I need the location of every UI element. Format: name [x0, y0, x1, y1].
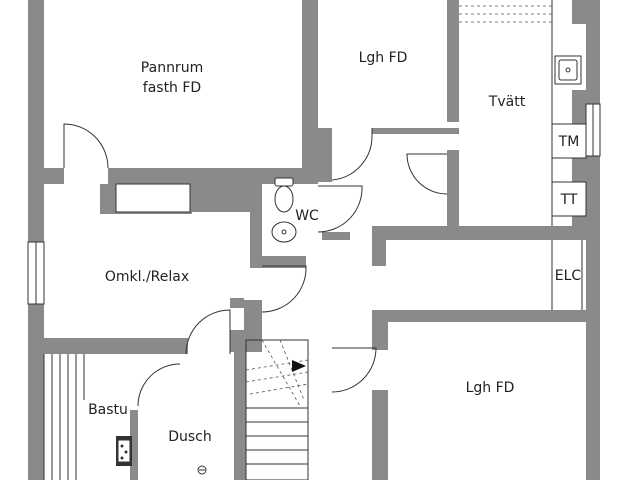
sauna-heater-icon — [116, 436, 132, 466]
tvatt-ceiling-grid — [459, 5, 552, 23]
label-pannrum-line2: fasth FD — [143, 80, 201, 96]
door-lgh-top — [331, 128, 373, 181]
drain-icon — [197, 465, 207, 475]
bastu-bench — [43, 354, 85, 480]
thin-lines — [27, 0, 601, 480]
label-lgh-fd-top: Lgh FD — [359, 50, 408, 66]
door-bastu — [137, 363, 181, 407]
label-wc: WC — [295, 208, 319, 224]
label-pannrum-line1: Pannrum — [141, 60, 203, 76]
stair-arrow-icon — [292, 360, 306, 372]
door-tvatt — [406, 153, 448, 195]
appliance-boxes — [551, 123, 587, 217]
toilet-icon — [271, 177, 297, 243]
door-lgh-bottom — [331, 347, 377, 393]
label-tvatt: Tvätt — [488, 94, 526, 110]
sink-icon — [554, 55, 582, 85]
label-bastu: Bastu — [88, 402, 128, 418]
label-omkl-relax: Omkl./Relax — [105, 269, 189, 285]
door-omkl-right — [261, 265, 307, 313]
door-pannrum — [63, 123, 109, 169]
door-wc — [317, 185, 363, 233]
tm-box — [551, 123, 587, 159]
room-labels: Pannrum fasth FD Lgh FD Tvätt TM TT WC O… — [88, 50, 581, 445]
label-tm: TM — [558, 134, 580, 150]
label-dusch: Dusch — [168, 429, 212, 445]
doors — [63, 123, 448, 407]
label-tt: TT — [560, 192, 578, 208]
tt-box — [551, 181, 587, 217]
label-elc: ELC — [555, 268, 582, 284]
label-lgh-fd-bottom: Lgh FD — [466, 380, 515, 396]
walls — [28, 0, 600, 480]
staircase — [245, 339, 309, 480]
door-dusch — [185, 309, 231, 355]
